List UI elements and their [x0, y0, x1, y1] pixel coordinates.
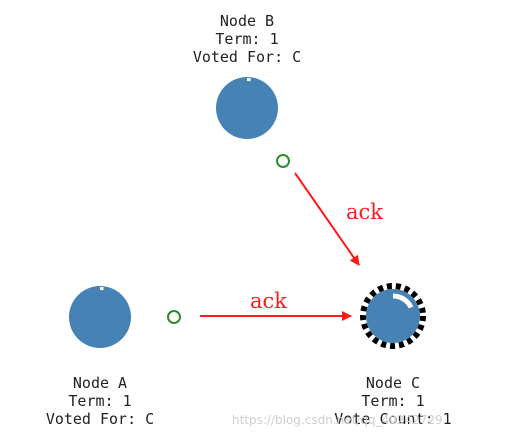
node-b-vote-status: Voted For: C: [193, 48, 301, 66]
node-a-vote-status: Voted For: C: [46, 410, 154, 428]
node-a: Node A Term: 1 Voted For: C: [46, 286, 154, 428]
node-a-circle: [69, 286, 131, 348]
watermark: https://blog.csdn.net/qq_40242729: [232, 413, 443, 427]
ack-label-b-to-c: ack: [346, 200, 383, 224]
node-c-vote-count: Vote Count: 1: [334, 410, 451, 428]
message-b-to-c: ack: [276, 154, 383, 266]
node-c: Node C Term: 1 Vote Count: 1: [334, 283, 452, 428]
node-b: Node B Term: 1 Voted For: C: [193, 12, 301, 139]
message-a-to-c: ack: [167, 289, 352, 324]
node-c-name: Node C: [366, 374, 420, 392]
node-c-candidate-border: [360, 283, 426, 349]
node-b-name: Node B: [220, 12, 274, 30]
node-b-term: Term: 1: [215, 30, 278, 48]
node-b-circle: [216, 77, 278, 139]
message-a-origin-dot: [167, 310, 181, 324]
node-a-name: Node A: [73, 374, 127, 392]
ack-label-a-to-c: ack: [250, 289, 287, 313]
message-b-origin-dot: [276, 154, 290, 168]
node-c-term: Term: 1: [361, 392, 424, 410]
ack-arrow-b-to-c: [294, 172, 360, 266]
node-a-term: Term: 1: [68, 392, 131, 410]
node-c-timer-arc: [392, 293, 414, 309]
